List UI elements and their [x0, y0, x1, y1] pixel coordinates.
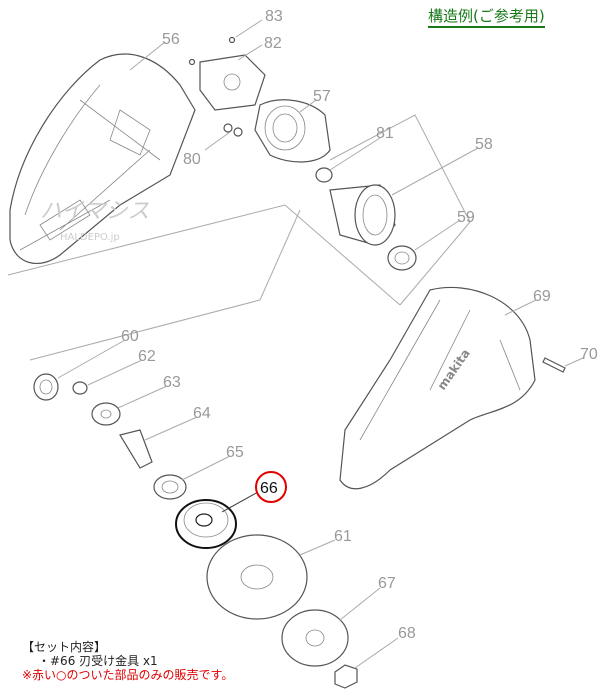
- guide-line: [7, 204, 401, 306]
- set-heading: 【セット内容】: [22, 640, 107, 654]
- part-83-screw: [188, 58, 196, 66]
- label-66: 66: [260, 480, 278, 497]
- part-80: [233, 127, 243, 137]
- label-67: 67: [378, 575, 396, 592]
- label-64: 64: [193, 405, 211, 422]
- part-61-disc: [206, 534, 308, 620]
- label-70: 70: [580, 346, 598, 363]
- part-60-bearing: [33, 373, 59, 401]
- label-63: 63: [163, 374, 181, 391]
- leader-lines: [57, 19, 584, 669]
- set-item: ・#66 刃受け金具 x1: [38, 654, 158, 668]
- part-67-cup: [281, 609, 349, 667]
- sale-note: ※赤い○のついた部品のみの販売です。: [22, 668, 234, 682]
- label-58: 58: [475, 136, 493, 153]
- part-68-nut: [334, 664, 358, 689]
- label-80: 80: [183, 151, 201, 168]
- part-82-plate: [199, 54, 266, 111]
- part-57-stator: [254, 99, 331, 163]
- part-58-rotor: [329, 184, 396, 246]
- label-81: 81: [376, 125, 394, 142]
- diagram-title: 構造例(ご参考用): [428, 6, 545, 28]
- part-65-bearing: [153, 474, 187, 500]
- watermark-logo: ハイマシス: [40, 199, 150, 224]
- label-65: 65: [226, 444, 244, 461]
- label-59: 59: [457, 209, 475, 226]
- label-57: 57: [313, 88, 331, 105]
- guide-line: [329, 114, 471, 306]
- part-80: [223, 123, 233, 133]
- part-66-blade-holder: [175, 499, 237, 549]
- label-69: 69: [533, 288, 551, 305]
- label-56: 56: [162, 31, 180, 48]
- part-64-spindle: [119, 429, 153, 469]
- part-70-screw: [542, 357, 566, 373]
- highlight-circle: [255, 471, 287, 503]
- guide-line: [29, 209, 301, 361]
- part-83-screw: [228, 36, 236, 44]
- part-69-gear-housing: makita: [339, 286, 536, 490]
- label-60: 60: [121, 328, 139, 345]
- set-contents: 【セット内容】 ・#66 刃受け金具 x1 ※赤い○のついた部品のみの販売です。: [22, 640, 233, 682]
- label-61: 61: [334, 528, 352, 545]
- label-62: 62: [138, 348, 156, 365]
- part-63-gear: [91, 402, 121, 426]
- label-83: 83: [265, 8, 283, 25]
- part-56-housing: [9, 53, 196, 264]
- label-68: 68: [398, 625, 416, 642]
- part-81-bearing: [315, 167, 333, 183]
- label-82: 82: [264, 35, 282, 52]
- part-59-bearing: [387, 245, 417, 271]
- part-62: [72, 381, 88, 395]
- watermark-url: HALDEPO.jp: [60, 232, 120, 243]
- part-82-hole: [223, 73, 241, 91]
